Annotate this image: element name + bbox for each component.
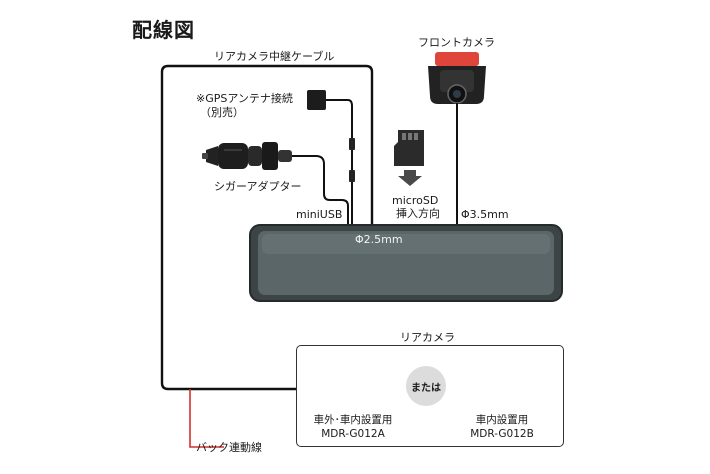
gps-antenna-label: ※GPSアンテナ接続 xyxy=(196,92,293,105)
back-link-wire-label: バック連動線 xyxy=(196,441,262,454)
phi-2-5-label: Φ2.5mm xyxy=(355,233,403,246)
cigar-adapter-label: シガーアダプター xyxy=(214,180,302,193)
camera-b-use-label: 車内設置用 xyxy=(475,414,529,426)
gps-cable xyxy=(326,99,353,228)
rear-camera-label: リアカメラ xyxy=(400,331,455,344)
microsd-card-icon xyxy=(394,130,424,166)
or-badge: または xyxy=(406,366,446,406)
camera-b-model-label: MDR-G012B xyxy=(470,428,534,440)
microsd-label-line1: microSD xyxy=(392,194,439,207)
cigar-adapter-icon xyxy=(202,142,292,170)
front-camera-icon xyxy=(428,52,486,104)
camera-a-model-label: MDR-G012A xyxy=(321,428,385,440)
gps-sold-separately-label: （別売） xyxy=(200,106,244,119)
rear-relay-cable xyxy=(160,64,374,391)
cigar-cable xyxy=(292,155,349,228)
insert-arrow-icon xyxy=(398,170,422,186)
gps-connector xyxy=(307,90,326,110)
mini-usb-label: miniUSB xyxy=(296,208,343,221)
phi-3-5-label: Φ3.5mm xyxy=(461,208,509,221)
diagram-title: 配線図 xyxy=(132,18,195,42)
camera-a-use-label: 車外･車内設置用 xyxy=(313,414,393,426)
back-link-wire xyxy=(189,389,224,448)
rear-relay-cable-label: リアカメラ中継ケーブル xyxy=(214,50,335,63)
front-camera-label: フロントカメラ xyxy=(418,36,495,49)
mirror-monitor-icon xyxy=(249,224,563,302)
microsd-label-line2: 挿入方向 xyxy=(396,207,440,220)
